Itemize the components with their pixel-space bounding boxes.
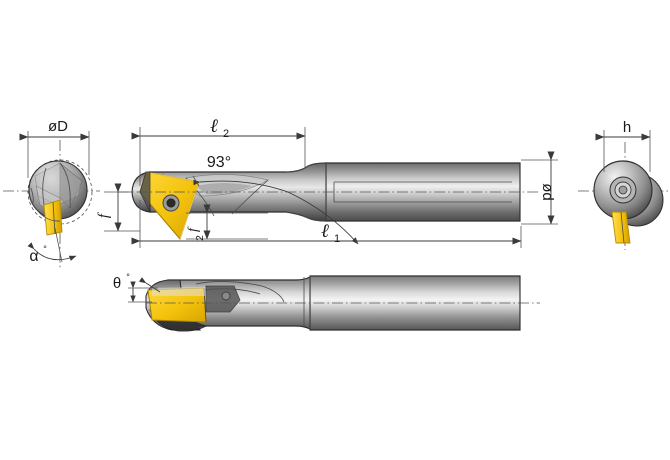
rear-bore-inner — [618, 185, 628, 195]
front-insert-crease — [52, 201, 56, 235]
angle93-arc — [193, 179, 359, 245]
angle93-ext — [192, 175, 200, 187]
dimension-diameter-D: øD — [19, 118, 90, 178]
dimension-height-f: f — [96, 183, 140, 232]
dimension-height-f2: f 2 — [186, 204, 268, 241]
view-rear-section: h — [578, 119, 668, 250]
view-front-section: øD α ° — [3, 118, 100, 268]
label-angle-alpha-degree: ° — [43, 244, 47, 254]
theta-leader — [138, 277, 161, 293]
dimension-angle-theta: θ ° — [113, 272, 161, 303]
label-height-f: f — [96, 212, 112, 218]
dimension-length-l1: ℓ 1 — [131, 200, 522, 248]
label-angle-93: 93° — [207, 154, 231, 171]
label-angle-theta: θ — [113, 275, 121, 292]
label-width-h: h — [623, 119, 631, 136]
label-height-f2-sub: 2 — [195, 235, 206, 241]
dimension-diameter-d: ød — [521, 151, 558, 225]
alpha-ext — [54, 227, 63, 263]
front-bore-circle — [27, 159, 93, 225]
dimension-width-h: h — [595, 119, 651, 172]
bottom-pocket-edge — [195, 281, 285, 303]
rear-insert-crease — [620, 211, 625, 244]
label-angle-theta-degree: ° — [126, 272, 130, 282]
main-transition-top — [285, 162, 327, 173]
dimension-length-l2: ℓ 2 — [131, 116, 306, 186]
label-length-l2: ℓ — [210, 116, 218, 137]
label-length-l1-sub: 1 — [334, 233, 340, 245]
front-pocket-edge-3 — [30, 187, 34, 204]
bottom-insert-top-face — [152, 287, 206, 296]
label-length-l2-sub: 2 — [223, 128, 229, 140]
view-bottom: θ ° — [113, 272, 540, 332]
label-diameter-d: ød — [539, 183, 556, 201]
view-side-main: 93° ℓ 2 ℓ 1 f f — [96, 116, 558, 248]
bottom-clamp-screw — [221, 291, 231, 301]
front-pocket-edge-1 — [59, 162, 71, 209]
front-lower-arc — [30, 200, 61, 222]
label-height-f2: f — [186, 226, 201, 232]
dimension-angle-93: 93° — [192, 154, 359, 245]
alpha-arc — [27, 242, 77, 261]
main-insert-screw-hole — [166, 198, 176, 208]
label-angle-alpha: α — [29, 248, 38, 265]
dimension-angle-alpha: α ° — [27, 227, 77, 265]
front-insert — [43, 199, 63, 236]
label-diameter-D: øD — [48, 118, 68, 135]
label-length-l1: ℓ — [321, 221, 329, 242]
